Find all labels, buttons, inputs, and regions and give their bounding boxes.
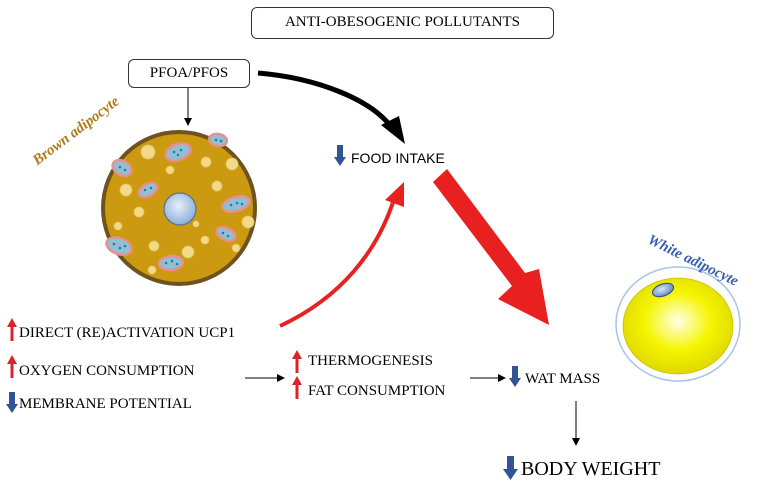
arrow-ucp1-to-food-intake	[279, 182, 404, 328]
outcome-thermogenesis-label: THERMOGENESIS	[308, 353, 434, 369]
arrow-source-to-brown-cell	[184, 87, 192, 126]
mitochondria-icon	[105, 132, 251, 272]
body-weight-label: BODY WEIGHT	[521, 458, 661, 480]
white-adipocyte-icon	[615, 266, 741, 382]
body-weight-down-arrow-icon	[503, 456, 518, 480]
thermogenesis-up-arrow-icon	[292, 350, 302, 373]
membrane-down-arrow-icon	[6, 392, 18, 413]
effect-membrane-label: MEMBRANE POTENTIAL	[19, 396, 192, 412]
effect-ucp1-label: DIRECT (RE)ACTIVATION UCP1	[19, 325, 236, 341]
food-intake-label: FOOD INTAKE	[351, 150, 445, 166]
fat-consumption-up-arrow-icon	[292, 376, 302, 399]
arrow-outcomes-to-wat-mass	[470, 374, 506, 382]
effect-oxygen-label: OXYGEN CONSUMPTION	[19, 363, 195, 379]
arrow-source-to-food-intake	[257, 70, 405, 144]
brown-adipocyte-icon	[101, 130, 257, 286]
wat-mass-label: WAT MASS	[525, 371, 601, 387]
arrow-effects-to-outcomes	[245, 374, 285, 382]
outcome-fat-consumption-label: FAT CONSUMPTION	[308, 383, 446, 399]
oxygen-up-arrow-icon	[7, 355, 17, 378]
ucp1-up-arrow-icon	[7, 318, 17, 341]
arrow-food-intake-to-wat-mass	[433, 169, 549, 325]
source-box: PFOA/PFOS	[128, 59, 250, 88]
food-intake-down-arrow-icon	[334, 145, 346, 166]
wat-mass-down-arrow-icon	[509, 366, 521, 387]
nucleus-icon	[163, 192, 197, 226]
title-box: ANTI-OBESOGENIC POLLUTANTS	[251, 7, 554, 39]
arrow-wat-mass-to-body-weight	[572, 401, 580, 446]
